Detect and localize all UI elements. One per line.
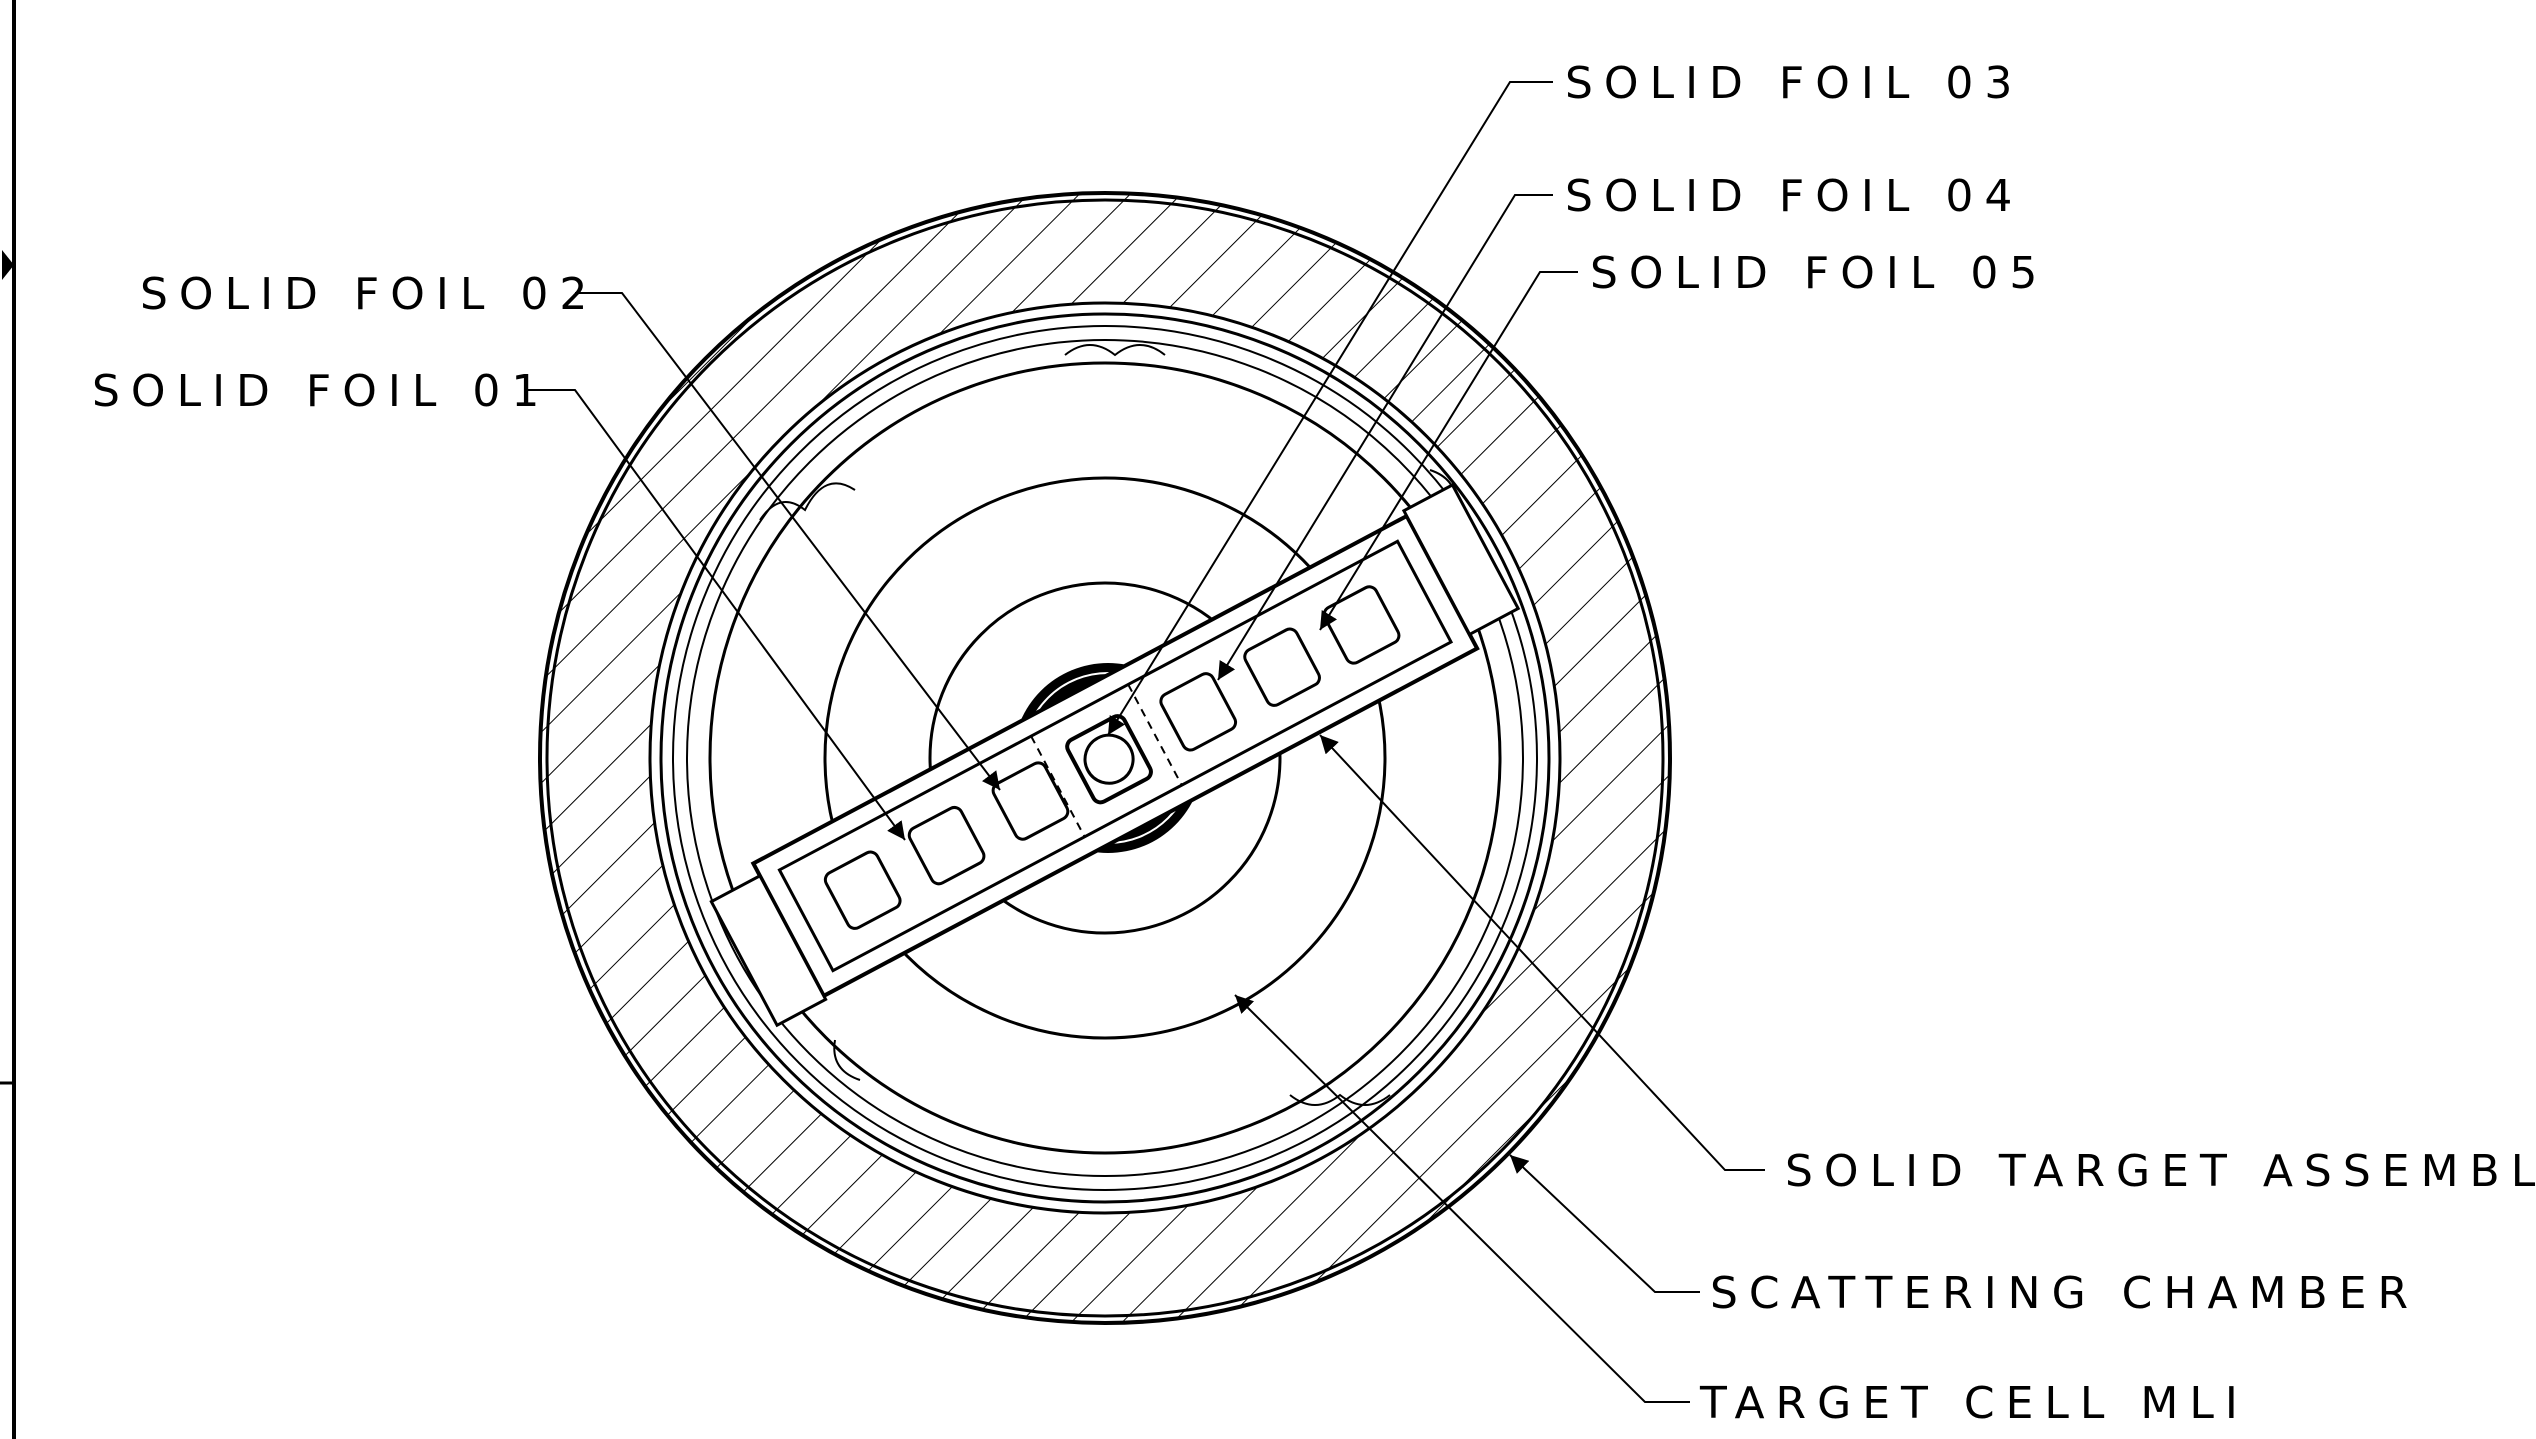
solid-foil-02 bbox=[991, 761, 1070, 841]
solid-foil-01 bbox=[823, 850, 902, 930]
label-solid-target-assembly: SOLID TARGET ASSEMBLY bbox=[1785, 1146, 2536, 1197]
solid-foil-05 bbox=[1243, 627, 1321, 707]
label-target-cell-mli: TARGET CELL MLI bbox=[1700, 1378, 2249, 1429]
solid-target-ladder bbox=[709, 482, 1521, 1028]
label-solid-foil-03: SOLID FOIL 03 bbox=[1565, 58, 2024, 109]
label-solid-foil-01: SOLID FOIL 01 bbox=[92, 366, 551, 417]
leader-lines bbox=[528, 81, 1765, 1403]
label-solid-foil-02: SOLID FOIL 02 bbox=[140, 269, 599, 320]
label-scattering-chamber: SCATTERING CHAMBER bbox=[1710, 1268, 2420, 1319]
solid-foil-06 bbox=[1322, 585, 1401, 665]
label-solid-foil-04: SOLID FOIL 04 bbox=[1565, 171, 2024, 222]
label-solid-foil-05: SOLID FOIL 05 bbox=[1590, 248, 2049, 299]
solid-foil-01b bbox=[907, 805, 986, 886]
solid-foil-04 bbox=[1159, 672, 1238, 752]
target-cell-mli bbox=[659, 312, 1551, 1204]
